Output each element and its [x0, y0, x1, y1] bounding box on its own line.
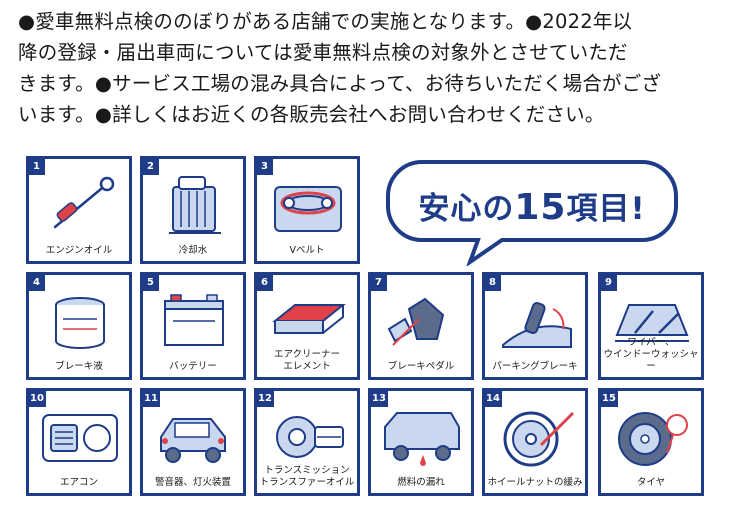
item-number: 14: [485, 391, 502, 407]
item-number: 9: [601, 275, 617, 291]
item-label: Vベルト: [289, 245, 325, 256]
inspection-item-11: 11 警音器、灯火装置: [140, 388, 246, 496]
inspection-item-2: 2 冷却水: [140, 156, 246, 264]
inspection-item-14: 14 ホイールナットの緩み: [482, 388, 588, 496]
item-label: 燃料の漏れ: [397, 477, 445, 488]
car-lights-icon: [160, 418, 226, 463]
notice-line: ●愛車無料点検ののぼりがある店舗での実施となります。●2022年以: [18, 10, 633, 33]
oil-dipstick-icon: [53, 176, 115, 229]
item-label: エンジンオイル: [45, 245, 113, 256]
notice-line: 降の登録・届出車両については愛車無料点検の対象外とさせていただ: [18, 41, 628, 64]
v-belt-icon: [274, 186, 342, 232]
item-number: 7: [371, 275, 387, 291]
inspection-item-13: 13 燃料の漏れ: [368, 388, 474, 496]
inspection-item-9: 9 ワイパー、 ウインドーウォッシャー: [598, 272, 704, 380]
wiper-icon: [615, 304, 689, 342]
inspection-item-5: 5 バッテリー: [140, 272, 246, 380]
bubble-pre: 安心の: [418, 191, 515, 227]
notice-line: きます。●サービス工場の混み具合によって、お待ちいただく場合がござ: [18, 72, 662, 95]
air-filter-icon: [272, 304, 346, 334]
item-number: 4: [29, 275, 45, 291]
item-label: ワイパー、 ウインドーウォッシャー: [603, 337, 699, 372]
brake-pedal-icon: [387, 297, 445, 346]
item-number: 10: [29, 391, 46, 407]
inspection-item-7: 7 ブレーキペダル: [368, 272, 474, 380]
notice-text: ●愛車無料点検ののぼりがある店舗での実施となります。●2022年以 降の登録・届…: [18, 6, 724, 130]
item-number: 1: [29, 159, 45, 175]
transmission-icon: [276, 416, 344, 458]
item-number: 11: [143, 391, 160, 407]
brake-fluid-icon: [55, 297, 105, 349]
item-number: 2: [143, 159, 159, 175]
item-label: パーキングブレーキ: [492, 361, 578, 372]
item-number: 8: [485, 275, 501, 291]
item-label: エアコン: [59, 477, 98, 488]
item-number: 3: [257, 159, 273, 175]
wheel-nut-icon: [503, 411, 575, 467]
inspection-item-12: 12 トランスミッション トランスファーオイル: [254, 388, 360, 496]
item-number: 12: [257, 391, 274, 407]
parking-brake-icon: [502, 301, 572, 348]
fuel-leak-icon: [384, 412, 460, 466]
item-label: タイヤ: [636, 477, 666, 488]
tire-icon: [618, 412, 688, 466]
item-label: エアクリーナー エレメント: [273, 349, 341, 372]
air-conditioner-icon: [42, 414, 118, 462]
item-number: 5: [143, 275, 159, 291]
bubble-post: 項目!: [566, 191, 646, 227]
inspection-item-4: 4 ブレーキ液: [26, 272, 132, 380]
item-label: バッテリー: [169, 361, 217, 372]
item-label: 冷却水: [178, 245, 208, 256]
bubble-headline: 安心の15項目!: [382, 183, 682, 228]
item-label: ブレーキ液: [55, 361, 103, 372]
inspection-item-10: 10 エアコン: [26, 388, 132, 496]
battery-icon: [164, 294, 224, 346]
inspection-item-6: 6 エアクリーナー エレメント: [254, 272, 360, 380]
notice-line: います。●詳しくはお近くの各販売会社へお問い合わせください。: [18, 103, 605, 126]
radiator-icon: [169, 176, 221, 234]
bubble-count: 15: [514, 187, 567, 228]
item-label: トランスミッション トランスファーオイル: [259, 465, 355, 488]
inspection-item-8: 8 パーキングブレーキ: [482, 272, 588, 380]
inspection-item-15: 15 タイヤ: [598, 388, 704, 496]
item-label: ホイールナットの緩み: [487, 477, 583, 488]
speech-bubble: [386, 160, 678, 266]
item-label: ブレーキペダル: [387, 361, 455, 372]
inspection-item-1: 1 エンジンオイル: [26, 156, 132, 264]
item-label: 警音器、灯火装置: [154, 477, 231, 488]
item-number: 15: [601, 391, 618, 407]
item-number: 6: [257, 275, 273, 291]
item-number: 13: [371, 391, 388, 407]
